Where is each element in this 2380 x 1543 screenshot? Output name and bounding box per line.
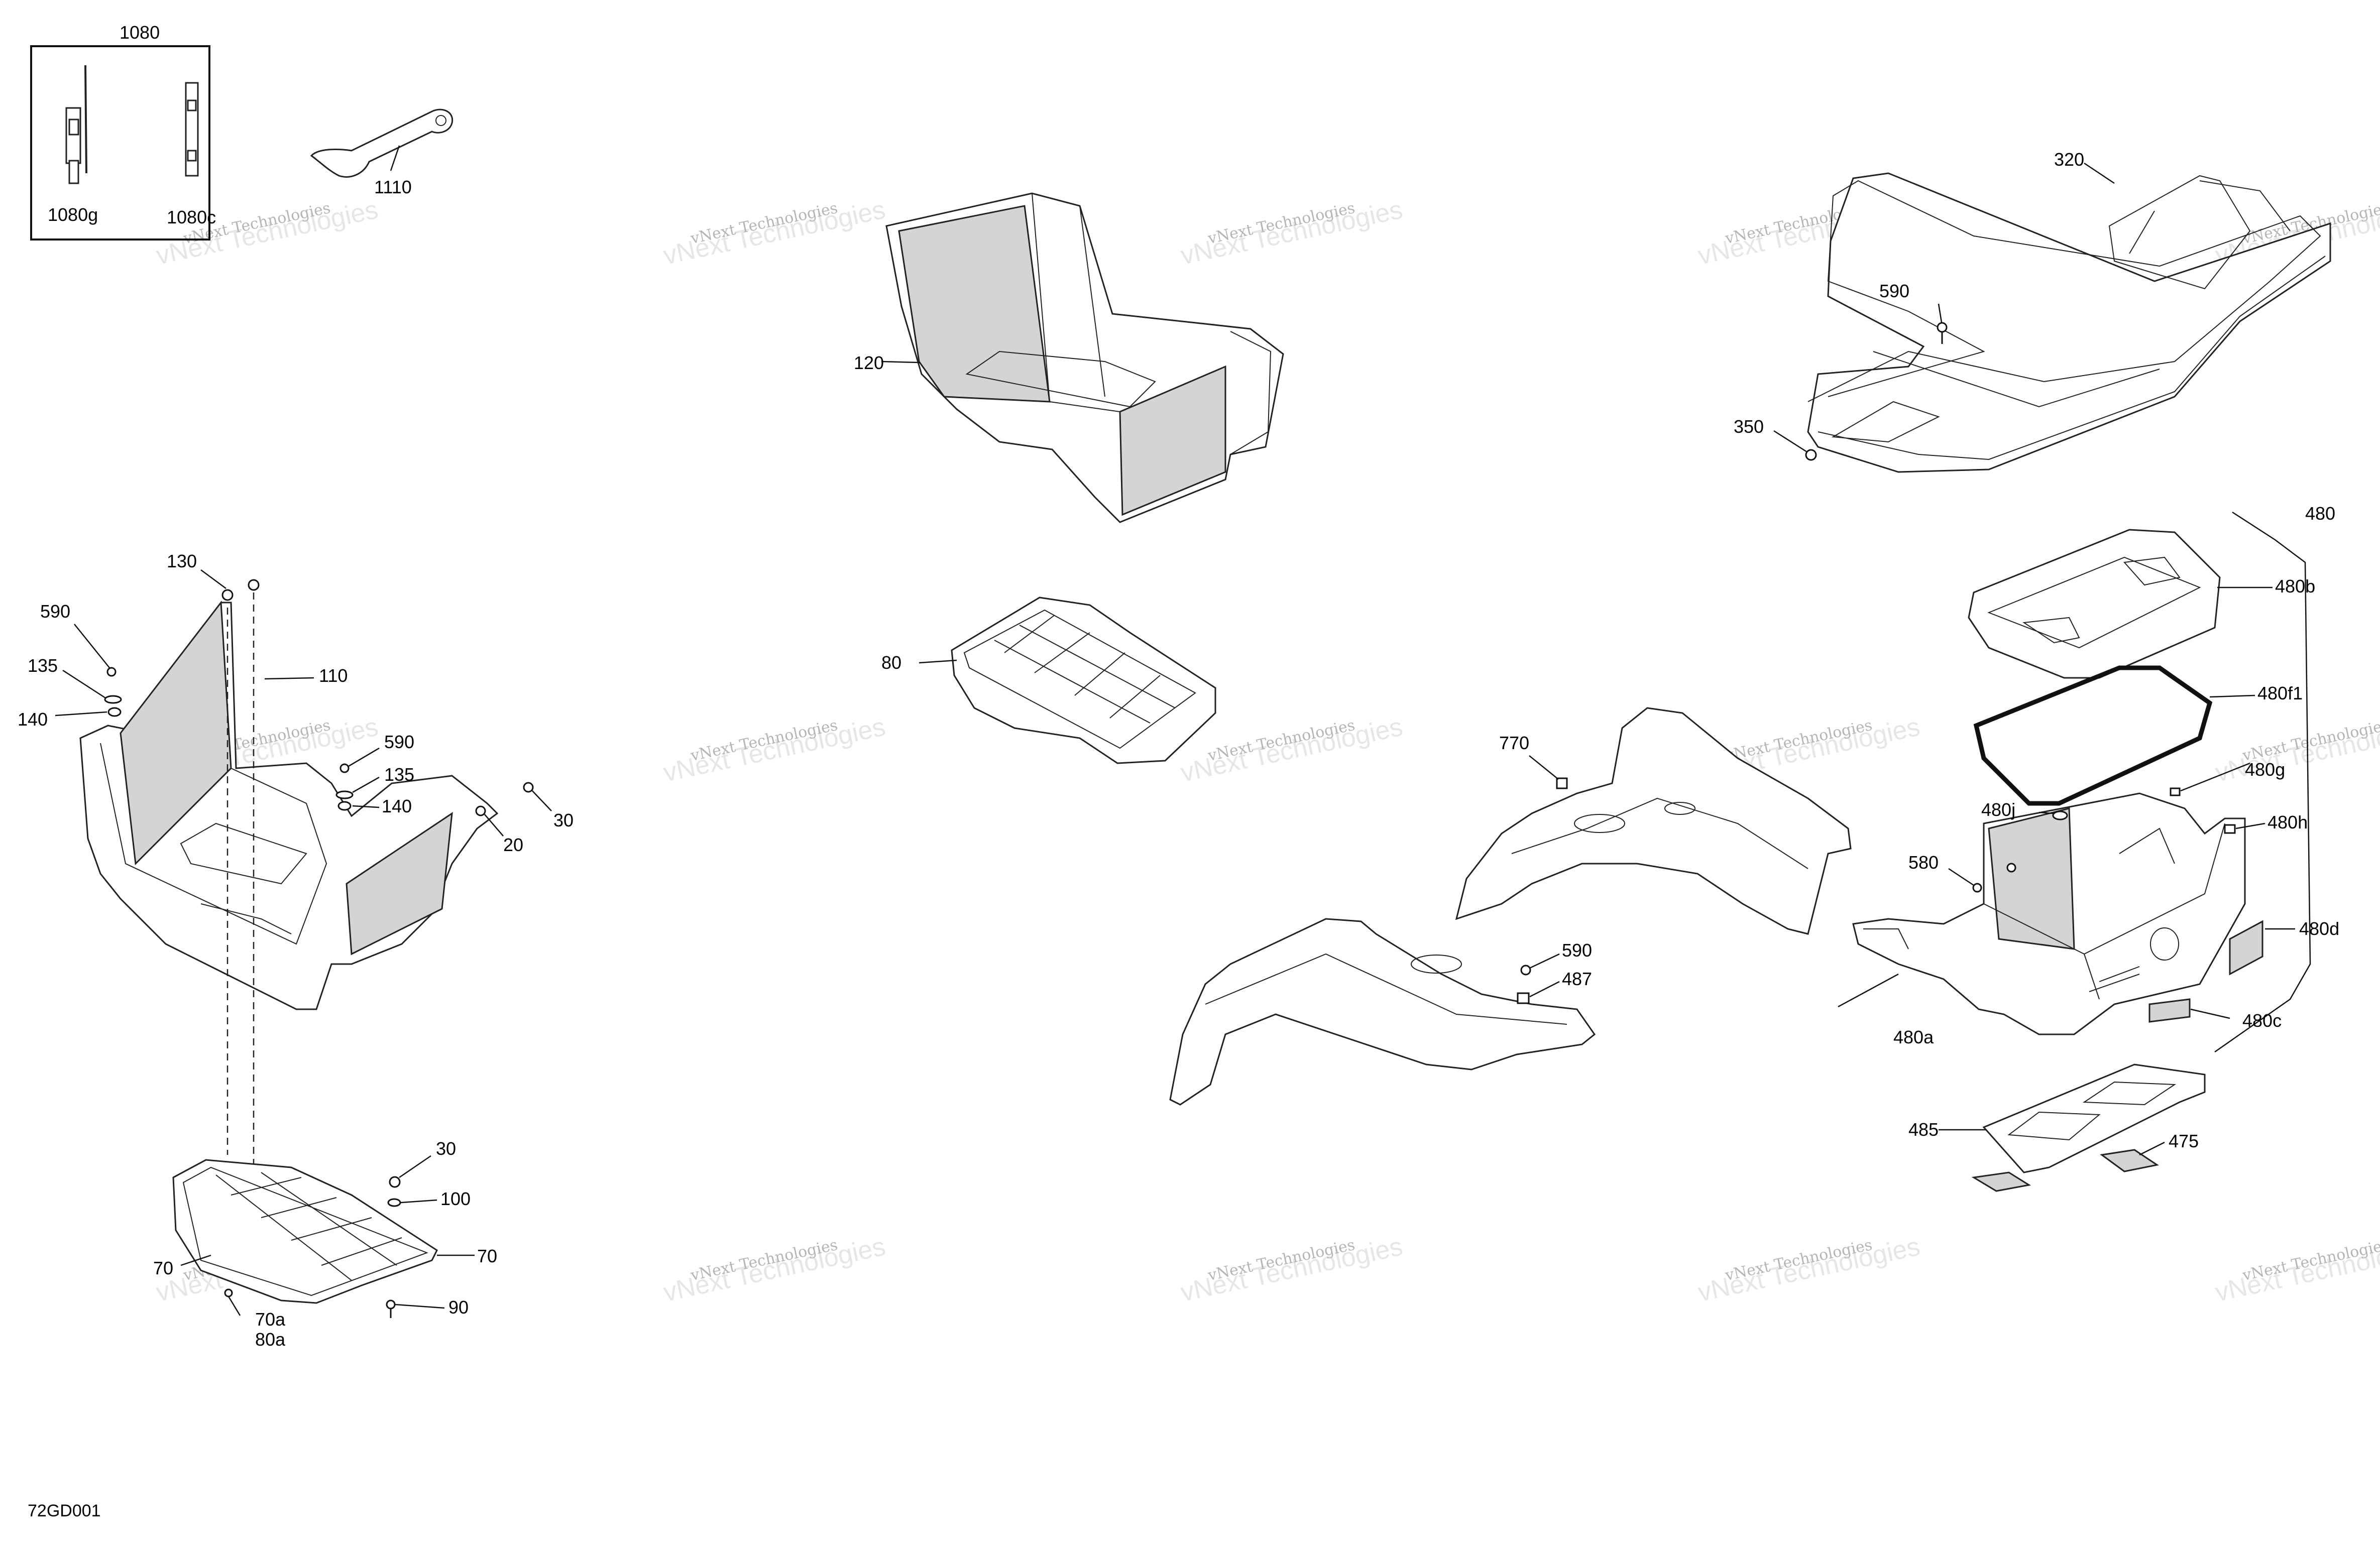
screw-90 <box>386 1299 396 1318</box>
callout-320: 320 <box>2054 149 2084 170</box>
fastener-30-footrest <box>389 1176 401 1188</box>
callout-480f1: 480f1 <box>2257 683 2303 703</box>
clip-20 <box>475 805 486 816</box>
tool-kit-group: 1080 1080g 1080c <box>30 22 216 241</box>
dashed-assembly-lines <box>226 592 255 1285</box>
tool-1080g-illustration <box>65 65 87 184</box>
bolt-590 <box>1937 322 1948 344</box>
clip-770 <box>1556 777 1568 789</box>
footrest-70: 30 100 70 70 70a 80a 90 <box>153 1138 497 1350</box>
callout-485: 485 <box>1908 1119 1939 1140</box>
callout-90: 90 <box>448 1297 469 1318</box>
fastener-30-top <box>523 782 534 793</box>
callout-1110: 1110 <box>374 177 412 197</box>
rear-storage-assembly-480: 480 480b 480f1 480g 480j <box>1838 503 2339 1053</box>
callout-130: 130 <box>167 551 197 571</box>
callout-135-right: 135 <box>384 764 414 785</box>
callout-480g: 480g <box>2245 759 2285 780</box>
callout-80: 80 <box>881 652 901 673</box>
callout-590-rack: 590 <box>1879 281 1909 301</box>
screws-580 <box>1972 863 2016 893</box>
callout-1080c: 1080c <box>167 207 216 227</box>
callout-480h: 480h <box>2268 812 2308 833</box>
callout-1080: 1080 <box>120 22 160 43</box>
tool-kit-box <box>30 45 210 241</box>
washer-100 <box>387 1198 401 1207</box>
reflector-480c <box>2148 998 2191 1023</box>
callout-480a: 480a <box>1893 1027 1934 1047</box>
pads-475: 475 <box>1971 1131 2199 1192</box>
callout-140-left: 140 <box>18 709 48 730</box>
callout-140-right: 140 <box>382 796 412 816</box>
grommet-480j <box>2052 810 2068 820</box>
callout-135-left: 135 <box>28 655 58 676</box>
callout-110: 110 <box>319 665 348 686</box>
callout-20: 20 <box>503 835 523 855</box>
reflector-480d <box>2229 920 2263 976</box>
callout-590-fender: 590 <box>1562 940 1592 961</box>
rear-rack-320: 320 590 350 <box>1734 149 2331 473</box>
diagram-code: 72GD001 <box>28 1501 101 1520</box>
callout-1080g: 1080g <box>48 204 98 225</box>
callout-70a: 70a <box>255 1309 286 1330</box>
protector-485: 485 <box>1908 1063 2206 1173</box>
callout-70-left: 70 <box>153 1258 173 1278</box>
callout-770: 770 <box>1499 733 1529 753</box>
callout-480d: 480d <box>2299 918 2339 939</box>
callout-70-right: 70 <box>477 1246 497 1266</box>
rivet-70a <box>224 1288 233 1297</box>
front-fender-770: 770 590 487 <box>1169 707 1852 1106</box>
callout-350: 350 <box>1734 416 1764 437</box>
callout-480b: 480b <box>2275 576 2315 597</box>
nut-487 <box>1517 992 1530 1004</box>
callout-100: 100 <box>440 1189 471 1209</box>
callout-480j: 480j <box>1981 799 2015 820</box>
callout-480c: 480c <box>2242 1010 2282 1031</box>
seal-480f1 <box>1973 665 2213 806</box>
callout-120: 120 <box>854 352 884 373</box>
callout-590-right: 590 <box>384 732 414 752</box>
floor-support-80: 80 <box>881 597 1216 764</box>
clip-480h <box>2224 824 2236 834</box>
callout-487: 487 <box>1562 969 1592 989</box>
callout-580: 580 <box>1908 852 1939 873</box>
tool-1080c-illustration <box>185 82 199 177</box>
lid-480b <box>1968 529 2221 679</box>
front-floor-bin-120: 120 <box>854 192 1284 523</box>
storage-bin <box>1852 792 2246 1035</box>
screw-590-fender <box>1520 965 1531 976</box>
callout-30-top: 30 <box>553 810 574 830</box>
hardware-stack-left <box>104 667 122 717</box>
front-support-110: 130 110 590 135 140 590 135 140 30 20 <box>18 551 574 1285</box>
spanner-wrench: 1110 <box>310 108 454 197</box>
callout-30-footrest: 30 <box>436 1138 456 1159</box>
callout-590-left: 590 <box>40 601 70 622</box>
callout-480: 480 <box>2305 503 2335 524</box>
bolt-130 <box>221 579 260 601</box>
callout-80a: 80a <box>255 1329 286 1350</box>
clip-480g <box>2170 787 2181 796</box>
bolt-350 <box>1805 449 1817 461</box>
callout-475: 475 <box>2169 1131 2199 1151</box>
hardware-stack-right <box>335 763 354 811</box>
